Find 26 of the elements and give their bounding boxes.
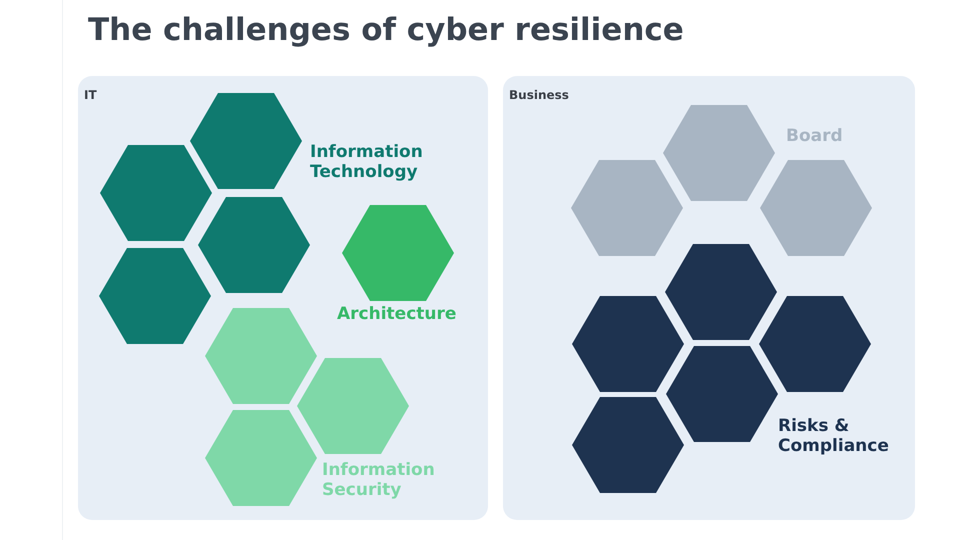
hexagon-tile [571, 160, 683, 256]
hexagon-tile [100, 145, 212, 241]
group-label: Information Security [322, 460, 436, 501]
hexagon-tile [342, 205, 454, 301]
hexagon-tile [666, 346, 778, 442]
group-label: Risks & Compliance [778, 416, 890, 457]
hexagon-tile [759, 296, 871, 392]
group-label: Architecture [337, 304, 458, 324]
hexagon-tile [99, 248, 211, 344]
hexagon-tile [198, 197, 310, 293]
slide-title: The challenges of cyber resilience [88, 12, 684, 48]
panel-heading: IT [84, 88, 97, 102]
panel-heading: Business [509, 88, 569, 102]
group-panel [78, 76, 488, 520]
hexagon-tile [665, 244, 777, 340]
group-label: Board [786, 126, 844, 146]
hexagon-tile [663, 105, 775, 201]
hexagon-tile [572, 397, 684, 493]
group-panel [503, 76, 915, 520]
hexagon-tile [297, 358, 409, 454]
group-label: Information Technology [310, 142, 424, 183]
hexagon-tile [190, 93, 302, 189]
hexagon-tile [205, 410, 317, 506]
hexagon-tile [205, 308, 317, 404]
hexagon-tile [572, 296, 684, 392]
hexagon-tile [760, 160, 872, 256]
